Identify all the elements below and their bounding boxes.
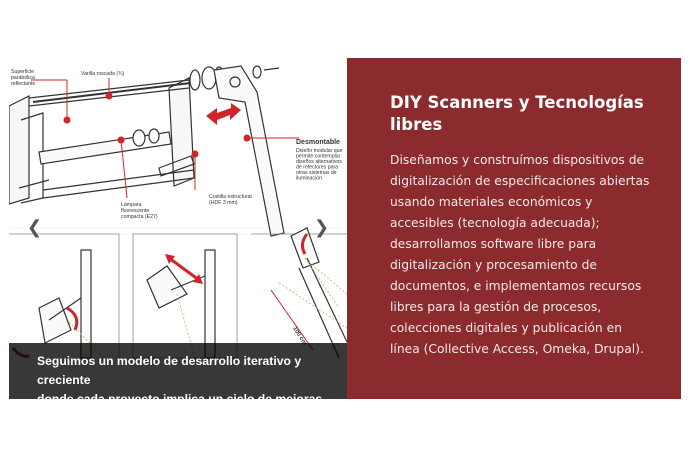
chevron-left-icon: ❮ (27, 217, 43, 238)
frame-drawing (9, 65, 285, 237)
slider-next-button[interactable]: ❯ (314, 217, 330, 238)
detach-arrow-icon (206, 103, 241, 125)
caption-line: Seguimos un modelo de desarrollo iterati… (37, 354, 302, 387)
label-varilla: Varilla roscada (¾) (81, 71, 124, 77)
info-panel: DIY Scanners y Tecnologías libres Diseña… (347, 58, 681, 399)
caption-line: donde cada proyecto implica un ciclo de … (37, 392, 326, 399)
slider-prev-button[interactable]: ❮ (27, 217, 43, 238)
label-desmontable: Desmontable (296, 139, 340, 146)
panel-title: DIY Scanners y Tecnologías libres (390, 93, 644, 134)
slider-caption: Seguimos un modelo de desarrollo iterati… (9, 343, 347, 399)
panel-body: Diseñamos y construímos dispositivos de … (390, 153, 650, 356)
label-costilla: Costilla estructural(HDF 3 mm) (209, 194, 252, 206)
chevron-right-icon: ❯ (314, 217, 330, 238)
